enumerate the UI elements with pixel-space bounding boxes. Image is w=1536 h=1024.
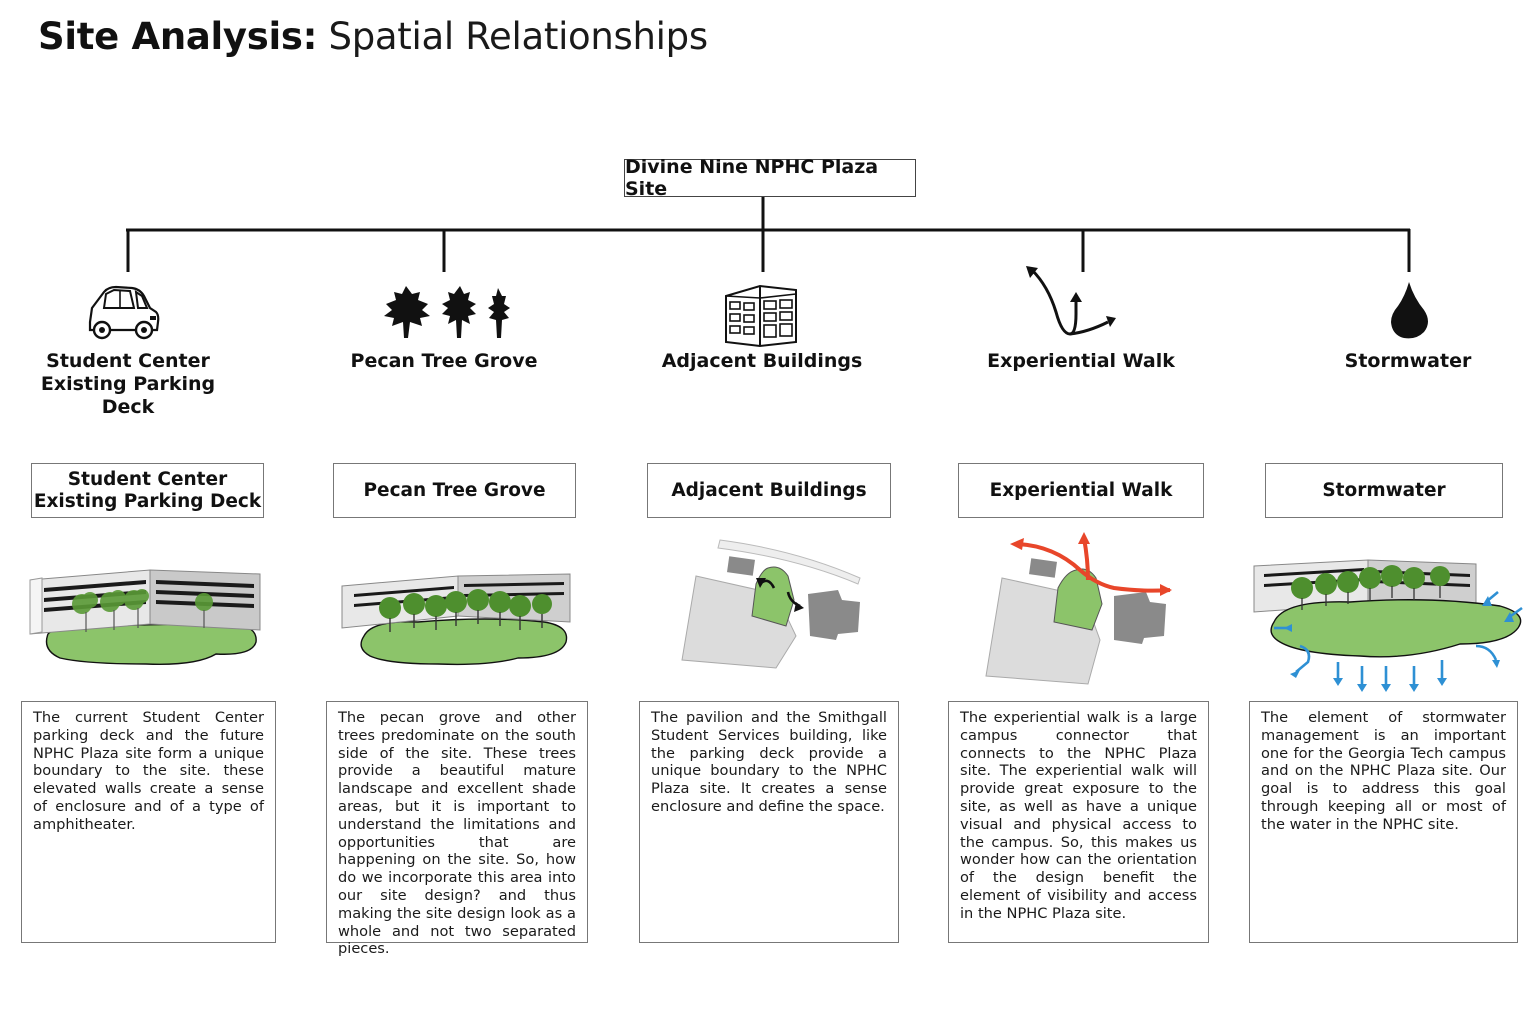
stormwater-illustration [1253, 559, 1523, 692]
panel-heading-stormwater: Stormwater [1265, 463, 1503, 518]
panel-heading-walk: Experiential Walk [958, 463, 1204, 518]
category-label-parking: Student Center Existing Parking Deck [40, 350, 216, 418]
panel-text-pecan: The pecan grove and other trees predomin… [326, 701, 588, 957]
parking-deck-illustration [29, 569, 261, 665]
page-title: Site Analysis: Spatial Relationships [38, 14, 708, 60]
root-node: Divine Nine NPHC Plaza Site [624, 156, 916, 200]
category-label-walk: Experiential Walk [987, 350, 1175, 372]
panel-heading-parking: Student Center Existing Parking Deck [31, 463, 264, 518]
panel-text-walk: The experiential walk is a large campus … [948, 701, 1209, 943]
title-light: Spatial Relationships [328, 15, 709, 58]
category-label-stormwater: Stormwater [1344, 350, 1472, 372]
panel-heading-buildings: Adjacent Buildings [647, 463, 891, 518]
panel-text-parking: The current Student Center parking deck … [21, 701, 276, 943]
car-icon [88, 285, 160, 340]
pecan-grove-illustration [341, 573, 571, 666]
trees-icon [384, 286, 510, 338]
water-drop-icon [1391, 282, 1428, 339]
category-label-pecan: Pecan Tree Grove [350, 350, 538, 372]
category-label-buildings: Adjacent Buildings [661, 350, 863, 372]
building-icon [725, 284, 797, 348]
panel-heading-pecan: Pecan Tree Grove [333, 463, 576, 518]
panel-text-stormwater: The element of stormwater management is … [1249, 701, 1518, 943]
panel-text-buildings: The pavilion and the Smithgall Student S… [639, 701, 899, 943]
branching-arrows-icon [1026, 266, 1116, 336]
experiential-walk-illustration [985, 532, 1172, 685]
hierarchy-connectors [126, 197, 1411, 272]
title-bold: Site Analysis: [38, 15, 318, 58]
adjacent-buildings-illustration [681, 539, 861, 669]
